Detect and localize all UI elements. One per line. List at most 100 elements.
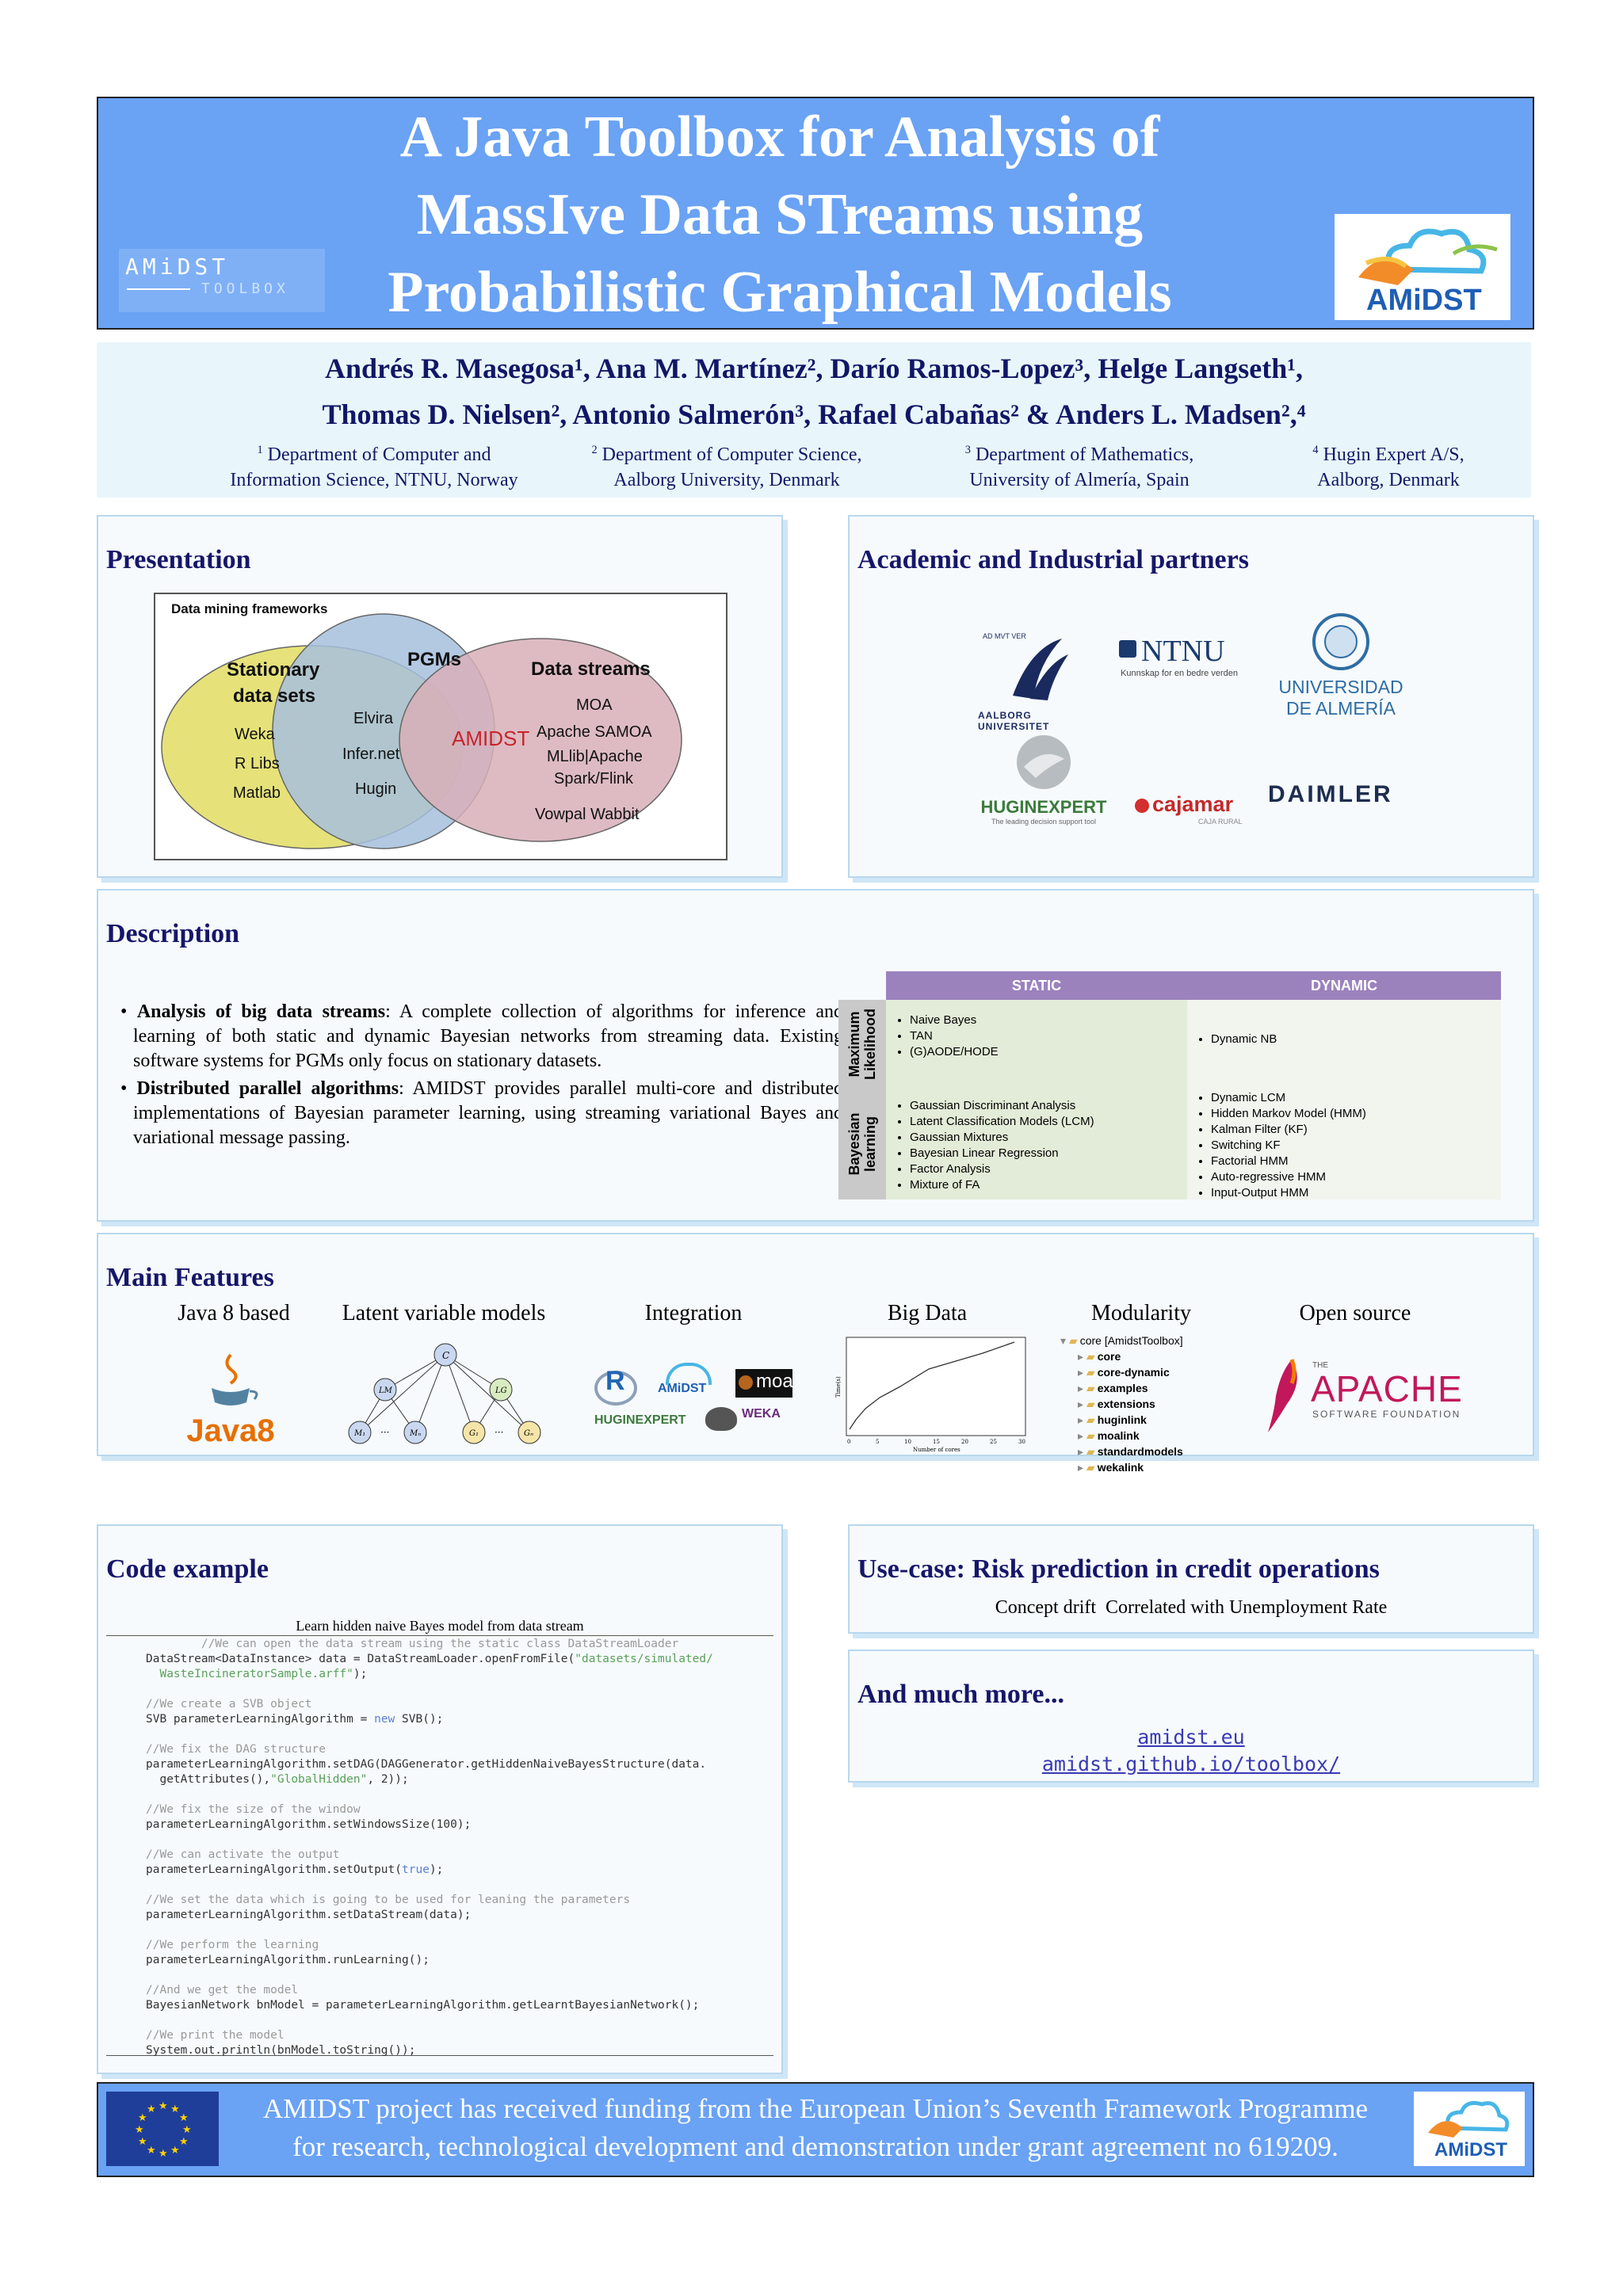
speedup-line: [849, 1341, 1015, 1430]
streams-set: [399, 638, 682, 842]
footer-amidst-logo: AMiDST: [1414, 2092, 1525, 2166]
folder-icon: ▰: [1068, 1334, 1078, 1347]
code-rule-bottom: [106, 2055, 773, 2056]
feature-label-latent: Latent variable models: [342, 1301, 546, 1325]
tree-label: examples: [1097, 1382, 1148, 1394]
bl-dynamic-item: Factorial HMM: [1211, 1154, 1501, 1169]
features-title: Main Features: [106, 1263, 274, 1292]
ml-static-item: Naive Bayes: [910, 1013, 1187, 1028]
link-github-toolbox[interactable]: amidst.github.io/toolbox/: [1041, 1753, 1341, 1775]
eu-star-icon: ★: [179, 2136, 189, 2148]
footer-line-1: AMIDST project has received funding from…: [262, 2093, 1369, 2124]
java8-text: Java8: [186, 1413, 275, 1448]
apache-the: THE: [1312, 1361, 1328, 1370]
stationary-item: Matlab: [233, 784, 281, 802]
streams-item: Vowpal Wabbit: [535, 806, 640, 823]
tree-folder: ▸ ▰huginlink: [1060, 1412, 1251, 1428]
row-label-text: Maximum: [846, 1011, 862, 1077]
node-c-label: C: [442, 1350, 449, 1361]
collapse-arrow-icon: ▸: [1078, 1382, 1086, 1394]
hugin-mini-logo: HUGINEXPERT: [594, 1413, 686, 1427]
bl-dynamic-item: Dynamic LCM: [1211, 1090, 1501, 1106]
aalborg-logo: AALBORG UNIVERSITET AD MVT VER: [975, 616, 1094, 735]
row-label-text: Bayesian: [846, 1112, 862, 1176]
eu-star-icon: ★: [158, 2100, 168, 2112]
streams-item: Spark/Flink: [554, 770, 634, 788]
bullet-bold: Distributed parallel algorithms: [136, 1078, 399, 1099]
tree-folder: ▸ ▰extensions: [1060, 1396, 1251, 1412]
apache-logo: THE APACHE SOFTWARE FOUNDATION: [1260, 1356, 1466, 1444]
collapse-arrow-icon: ▸: [1078, 1461, 1086, 1474]
amidst-logo-sub: TOOLBOX: [201, 280, 289, 297]
eu-star-icon: ★: [170, 2103, 180, 2115]
eu-star-icon: ★: [182, 2124, 192, 2136]
description-bullets: • Analysis of big data streams: A comple…: [116, 1000, 843, 1150]
x-tick-label: 25: [990, 1439, 997, 1445]
almeria-line-2: DE ALMERÍA: [1285, 698, 1396, 719]
node-g1: [462, 1421, 486, 1444]
tree-folder: ▸ ▰standardmodels: [1060, 1444, 1251, 1459]
ml-dynamic-item: Dynamic NB: [1211, 1032, 1501, 1047]
latent-variable-graph: C LM LG M₁ Mₙ G₁ Gₙ ··· ···: [348, 1343, 541, 1444]
amidst-center-label: AMIDST: [452, 727, 529, 750]
java-cup-icon: [212, 1353, 258, 1405]
bl-dynamic-item: Input-Output HMM: [1211, 1185, 1501, 1201]
link-amidst-eu[interactable]: amidst.eu: [1137, 1726, 1245, 1749]
moa-bird-icon: [739, 1375, 753, 1390]
stationary-label: Stationary: [227, 659, 320, 681]
tree-label: moalink: [1097, 1429, 1140, 1442]
apache-sub: SOFTWARE FOUNDATION: [1312, 1409, 1461, 1420]
tree-label: wekalink: [1097, 1461, 1144, 1474]
expand-arrow-icon: ▾: [1060, 1334, 1069, 1347]
usecase-title: Use-case: Risk prediction in credit oper…: [857, 1554, 1380, 1584]
streams-label: Data streams: [531, 658, 651, 680]
ml-static-item: (G)AODE/HODE: [910, 1044, 1187, 1060]
description-title: Description: [106, 919, 240, 948]
tree-folder: ▸ ▰wekalink: [1060, 1459, 1251, 1475]
title-line-1: A Java Toolbox for Analysis of: [399, 105, 1160, 170]
tree-label: core [AmidstToolbox]: [1079, 1334, 1183, 1347]
code-title: Code example: [106, 1554, 269, 1584]
moa-text: moa: [756, 1371, 793, 1392]
node-g1-label: G₁: [469, 1429, 479, 1438]
cajamar-flower-icon: [1135, 799, 1149, 813]
bullet-text: : AMIDST provides parallel multi-core an…: [133, 1078, 843, 1148]
collapse-arrow-icon: ▸: [1078, 1413, 1086, 1426]
partners-panel: Academic and Industrial partners AALBORG…: [848, 515, 1534, 878]
code-block: //We can open the data stream using the …: [146, 1638, 713, 2057]
bl-static-item: Bayesian Linear Regression: [910, 1146, 1187, 1161]
aff-l1: Department of Mathematics,: [975, 444, 1194, 465]
amidst-logo-line: [127, 288, 190, 290]
poster-header: AMiDST TOOLBOX A Java Toolbox for Analys…: [97, 97, 1534, 330]
eu-star-icon: ★: [179, 2112, 189, 2124]
bl-dynamic-item: Hidden Markov Model (HMM): [1211, 1106, 1501, 1122]
folder-icon: ▰: [1086, 1429, 1095, 1442]
partners-title: Academic and Industrial partners: [857, 545, 1249, 574]
eu-flag: ★★★★★★★★★★★★: [106, 2092, 219, 2166]
cell-ml-static: Naive BayesTAN(G)AODE/HODE: [886, 1000, 1187, 1089]
speedup-ylabel: Time(s): [835, 1376, 842, 1398]
feature-label-opensource: Open source: [1299, 1301, 1411, 1325]
hugin-sphere-icon: [1017, 735, 1071, 789]
folder-icon: ▰: [1086, 1445, 1095, 1458]
funding-footer: ★★★★★★★★★★★★ AMIDST project has received…: [97, 2082, 1534, 2177]
collapse-arrow-icon: ▸: [1078, 1366, 1086, 1379]
aff-l1: Department of Computer Science,: [601, 444, 862, 465]
eu-stars-icon: ★★★★★★★★★★★★: [135, 2100, 192, 2160]
folder-icon: ▰: [1086, 1413, 1095, 1426]
pgms-label: PGMs: [407, 649, 461, 670]
presentation-title: Presentation: [106, 545, 251, 574]
authors-line-2: Thomas D. Nielsen², Antonio Salmerón³, R…: [322, 399, 1306, 430]
cell-ml-dynamic: Dynamic NB: [1187, 1000, 1501, 1089]
java8-logo: Java8: [179, 1347, 282, 1458]
eu-star-icon: ★: [135, 2124, 144, 2136]
tree-folder: ▸ ▰moalink: [1060, 1428, 1251, 1444]
stationary-item: Weka: [235, 726, 276, 743]
x-tick-label: 20: [961, 1439, 968, 1445]
footer-text: AMIDST project has received funding from…: [225, 2090, 1406, 2166]
folder-icon: ▰: [1086, 1382, 1095, 1394]
pgms-item: Infer.net: [342, 746, 400, 763]
title-line-2: MassIve Data STreams using: [416, 182, 1144, 247]
eu-star-icon: ★: [138, 2136, 147, 2148]
